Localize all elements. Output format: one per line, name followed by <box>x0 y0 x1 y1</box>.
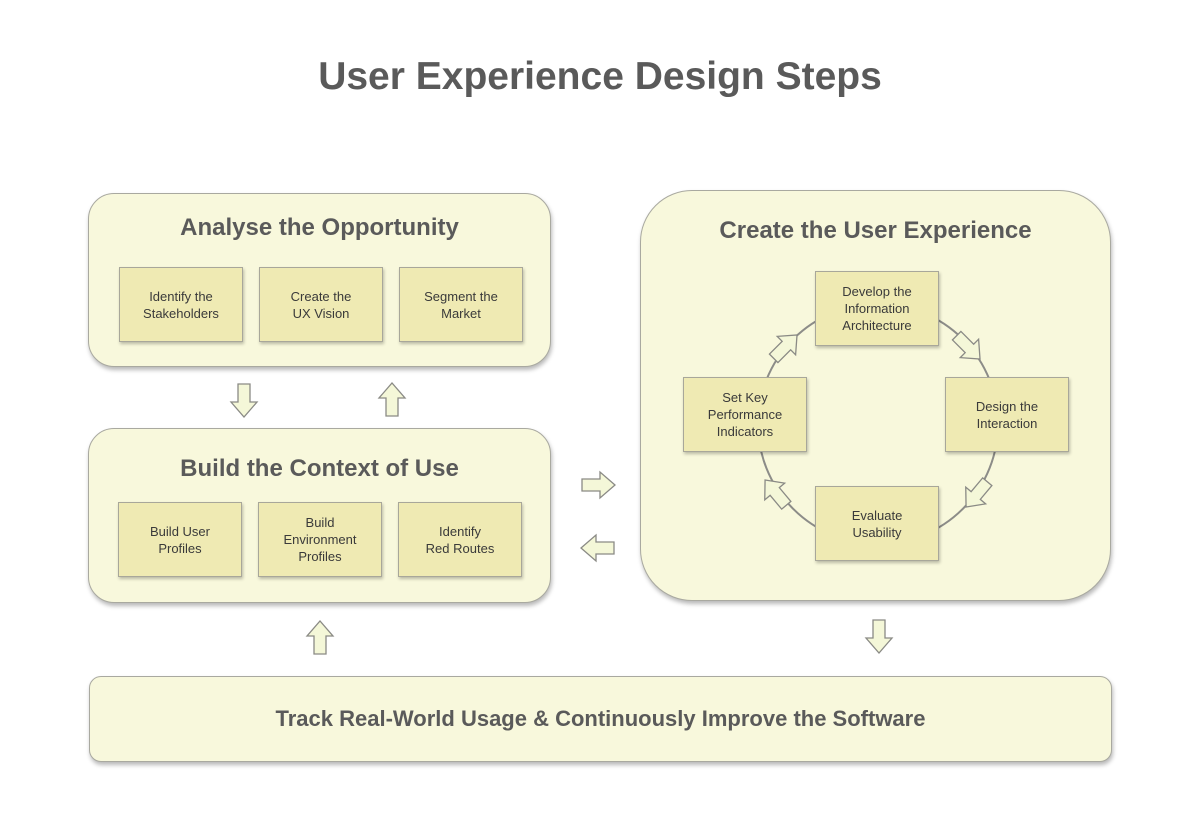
panel-track-usage: Track Real-World Usage & Continuously Im… <box>89 676 1112 762</box>
step-design-interaction: Design the Interaction <box>945 377 1069 452</box>
arrow-up-icon <box>306 620 334 655</box>
panel-title-context: Build the Context of Use <box>180 455 459 482</box>
panel-create-user-experience: Create the User Experience Develop the I… <box>640 190 1111 601</box>
arrow-down-icon <box>865 619 893 654</box>
cycle-arrow-icon <box>946 325 990 369</box>
panel-title-analyse: Analyse the Opportunity <box>180 214 459 241</box>
step-identify-stakeholders: Identify the Stakeholders <box>119 267 243 342</box>
arrow-right-icon <box>581 471 616 499</box>
step-set-kpis: Set Key Performance Indicators <box>683 377 807 452</box>
arrow-down-icon <box>230 383 258 418</box>
panel-build-context: Build the Context of Use Build User Prof… <box>88 428 551 603</box>
step-build-environment-profiles: Build Environment Profiles <box>258 502 382 577</box>
arrow-left-icon <box>580 534 615 562</box>
step-create-ux-vision: Create the UX Vision <box>259 267 383 342</box>
page-title: User Experience Design Steps <box>318 55 882 98</box>
panel-title-create: Create the User Experience <box>719 217 1032 244</box>
panel-analyse-opportunity: Analyse the Opportunity Identify the Sta… <box>88 193 551 367</box>
step-identify-red-routes: Identify Red Routes <box>398 502 522 577</box>
cycle-arrow-icon <box>754 470 797 515</box>
cycle-arrow-icon <box>955 472 998 517</box>
arrow-up-icon <box>378 382 406 417</box>
step-develop-information-architecture: Develop the Information Architecture <box>815 271 939 346</box>
step-segment-market: Segment the Market <box>399 267 523 342</box>
panel-title-track: Track Real-World Usage & Continuously Im… <box>275 706 926 731</box>
step-build-user-profiles: Build User Profiles <box>118 502 242 577</box>
cycle-arrow-icon <box>763 325 807 369</box>
step-evaluate-usability: Evaluate Usability <box>815 486 939 561</box>
